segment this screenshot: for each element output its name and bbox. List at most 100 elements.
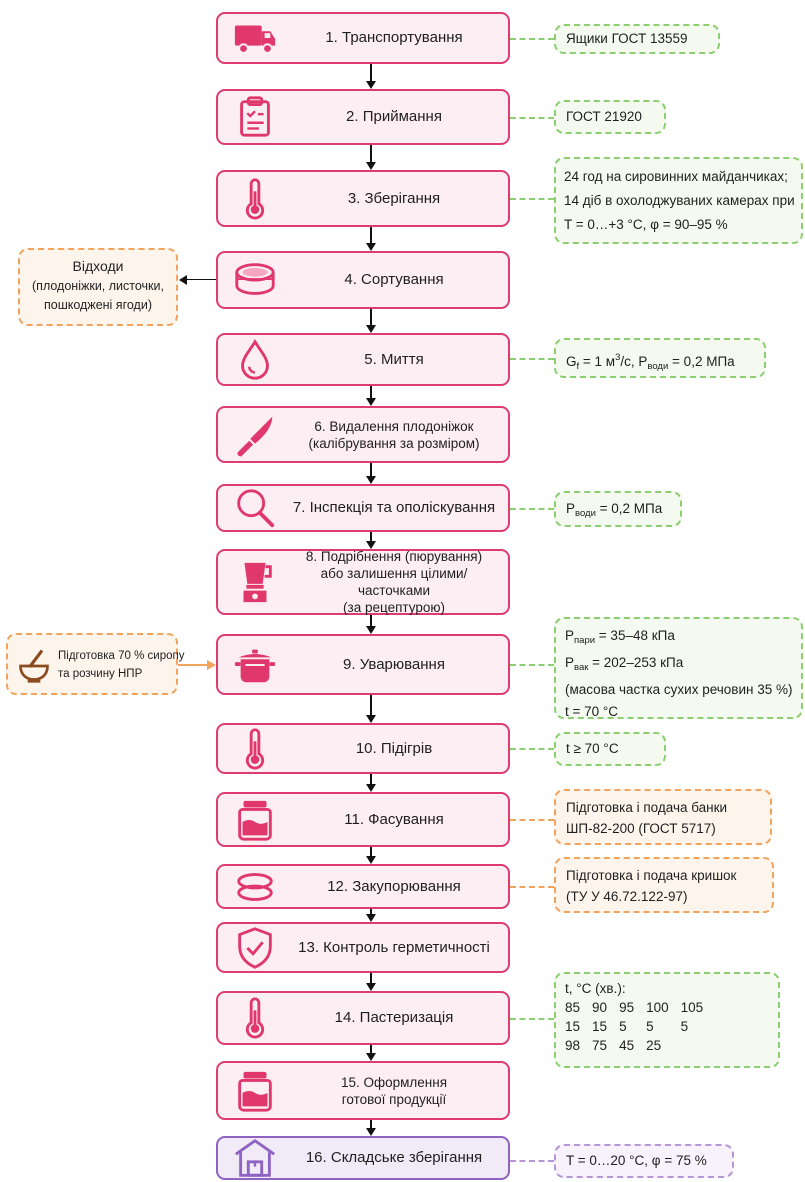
flow-arrow-head [366, 243, 376, 251]
note-2-text: ГОСТ 21920 [566, 109, 642, 124]
note-3-connector [510, 198, 554, 200]
magnifier-icon [237, 489, 275, 528]
syrup-line2: та розчину НПР [58, 668, 143, 680]
note-3: 24 год на сировинних майданчиках; 14 діб… [554, 157, 803, 244]
flow-arrow-line [370, 1045, 372, 1054]
note-12-line1: Підготовка і подача кришок [566, 868, 737, 883]
waste-arrow-line [187, 279, 216, 280]
waste-line1: (плодоніжки, листочки, [32, 279, 164, 293]
step-16-box: 16. Складське зберігання [216, 1136, 510, 1180]
flow-arrow-line [370, 309, 372, 326]
note-14-header: t, °C (хв.): [565, 981, 626, 996]
note-9-line3: (масова частка сухих речовин 35 %) [565, 682, 793, 697]
note-1-connector [510, 38, 554, 40]
table-cell: 90 [592, 1000, 608, 1015]
table-cell: 45 [619, 1038, 635, 1053]
step-10-box: 10. Підігрів [216, 723, 510, 774]
note-5-g-sup: 3 [615, 352, 621, 363]
note-11: Підготовка і подача банки ШП-82-200 (ГОС… [554, 789, 772, 845]
lids-icon [237, 872, 273, 901]
table-cell: 105 [680, 1000, 704, 1015]
flow-arrow-head [366, 784, 376, 792]
pasteurization-table: 85 90 95 100 105 15 15 5 5 5 98 75 45 25 [565, 998, 715, 1055]
note-9: Pпари = 35–48 кПа Pвак = 202–253 кПа (ма… [554, 617, 803, 719]
flow-arrow-head [366, 1053, 376, 1061]
step-4-label: 4. Сортування [344, 271, 444, 288]
note-5-text: Gf = 1 м3/с, Pводи = 0,2 МПа [566, 344, 754, 381]
step-3-box: 3. Зберігання [216, 170, 510, 227]
note-16-connector [510, 1160, 554, 1162]
step-6-label-line1: 6. Видалення плодоніжок [314, 418, 474, 434]
flow-arrow-head [366, 1128, 376, 1136]
knife-icon [237, 416, 273, 456]
note-2-connector [510, 117, 554, 119]
step-12-label: 12. Закупорювання [327, 877, 461, 895]
water-drop-icon [241, 338, 269, 380]
step-7-box: 7. Інспекція та ополіскування [216, 484, 510, 532]
warehouse-icon [235, 1138, 275, 1177]
table-row: 85 90 95 100 105 [565, 998, 715, 1017]
step-8-label-line1: 8. Подрібнення (пюрування) [305, 549, 483, 564]
flow-arrow-line [370, 532, 372, 542]
flow-arrow-line [370, 145, 372, 163]
note-9-p2-val: = 202–253 кПа [588, 655, 684, 670]
note-5: Gf = 1 м3/с, Pводи = 0,2 МПа [554, 338, 766, 378]
thermometer-icon [245, 997, 265, 1039]
note-7: Pводи = 0,2 МПа [554, 491, 682, 527]
flow-arrow-head [366, 162, 376, 170]
flow-arrow-head [366, 476, 376, 484]
note-5-g-sub: f [576, 361, 580, 372]
step-8-label-line2: або залишення цілими/часточками [320, 566, 468, 598]
waste-line2: пошкоджені ягоди) [44, 298, 152, 312]
note-14-connector [510, 1018, 554, 1020]
waste-arrow-head [179, 275, 187, 285]
step-12-box: 12. Закупорювання [216, 864, 510, 909]
syrup-line1: Підготовка 70 % сиропу [58, 650, 185, 662]
thermometer-icon [245, 727, 265, 770]
table-cell: 85 [565, 1000, 581, 1015]
note-5-p-val: = 0,2 МПа [668, 354, 735, 369]
flow-arrow-head [366, 398, 376, 406]
step-8-label-line3: (за рецептурою) [343, 600, 445, 615]
step-9-box: 9. Уварювання [216, 634, 510, 695]
step-11-box: 11. Фасування [216, 792, 510, 847]
note-7-p: P [566, 501, 576, 516]
flow-arrow-head [366, 914, 376, 922]
sieve-icon [235, 263, 275, 295]
shield-check-icon [238, 926, 272, 969]
note-7-connector [510, 508, 554, 510]
step-15-label-line2: готової продукції [341, 1091, 447, 1107]
table-row: 15 15 5 5 5 [565, 1017, 715, 1036]
note-5-p-sub: води [647, 361, 669, 372]
step-7-label: 7. Інспекція та ополіскування [292, 499, 496, 516]
pot-icon [234, 649, 276, 682]
step-5-label: 5. Миття [364, 350, 424, 368]
step-4-box: 4. Сортування [216, 251, 510, 309]
note-9-p1-val: = 35–48 кПа [595, 628, 675, 643]
note-10-text: t ≥ 70 °C [566, 741, 619, 756]
syrup-box: Підготовка 70 % сиропу та розчину НПР [6, 633, 184, 695]
step-6-label-line2: (калібрування за розміром) [308, 435, 480, 451]
step-9-label: 9. Уварювання [343, 655, 445, 673]
step-11-label: 11. Фасування [344, 810, 444, 828]
thermometer-icon [245, 177, 265, 220]
note-7-p-val: = 0,2 МПа [595, 501, 663, 516]
note-14: t, °C (хв.): 85 90 95 100 105 15 15 5 5 … [554, 972, 780, 1068]
note-5-p: P [638, 354, 648, 369]
truck-icon [234, 25, 276, 54]
step-6-box: 6. Видалення плодоніжок (калібрування за… [216, 406, 510, 463]
flow-arrow-line [370, 1120, 372, 1129]
note-7-p-sub: води [575, 508, 596, 519]
note-5-g-val: = 1 м [579, 354, 616, 369]
note-3-line2: 14 діб в охолоджуваних камерах при [564, 193, 795, 208]
note-10: t ≥ 70 °C [554, 732, 666, 766]
flow-arrow-head [366, 856, 376, 864]
flow-arrow-line [370, 847, 372, 857]
step-14-label: 14. Пастеризація [334, 1009, 454, 1026]
flow-arrow-line [370, 909, 372, 915]
note-12-connector [510, 886, 554, 888]
clipboard-icon [240, 96, 270, 137]
flow-arrow-head [366, 81, 376, 89]
flow-arrow-line [370, 973, 372, 984]
